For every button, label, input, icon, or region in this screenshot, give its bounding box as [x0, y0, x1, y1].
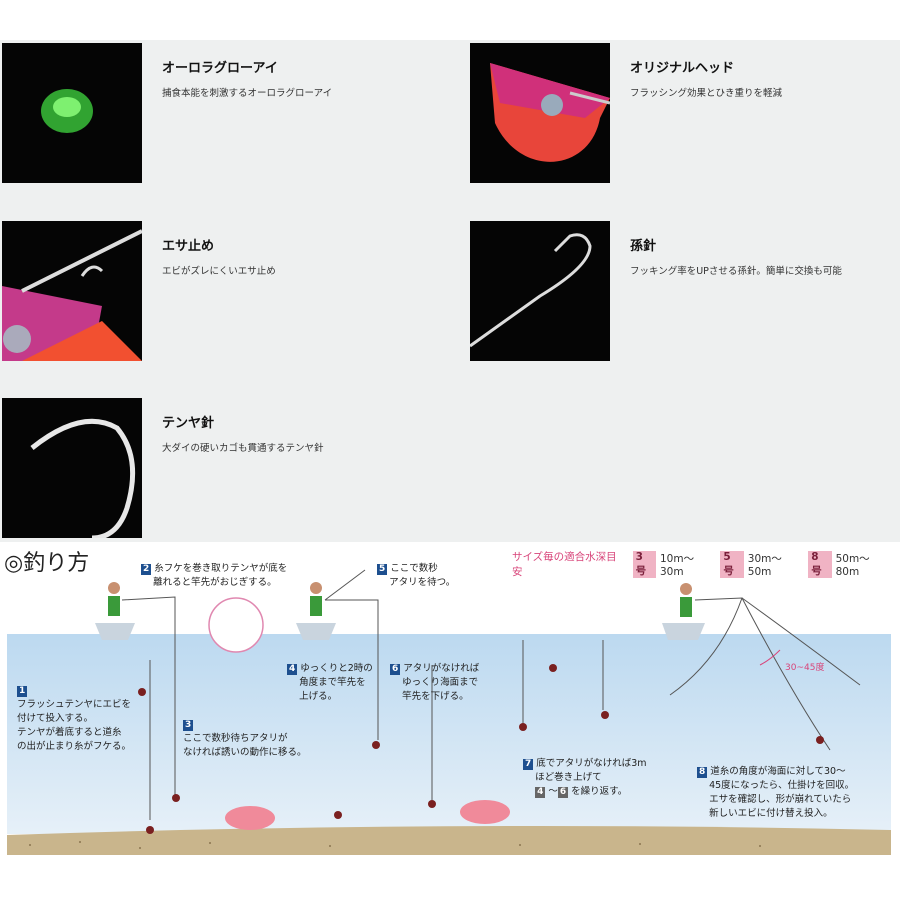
legend-range: 50m〜80m — [835, 552, 870, 578]
step-text: 離れると竿先がおじぎする。 — [153, 577, 277, 588]
step-text: アタリがなければ — [403, 663, 480, 674]
step-text: アタリを待つ。 — [389, 577, 456, 588]
step-1: 1 フラッシュテンヤにエビを付けて投入する。テンヤが着底すると道糸の出が止まり糸が… — [17, 684, 131, 754]
legend-size: 8号 — [808, 550, 832, 578]
step-text: なければ誘いの動作に移る。 — [183, 747, 307, 758]
feature-stinger: 孫針 フッキング率をUPさせる孫針。簡単に交換も可能 — [470, 221, 900, 363]
glow-eye-image — [2, 43, 142, 183]
step-text: フラッシュテンヤにエビを — [17, 699, 132, 710]
tenya-lure-icon — [138, 664, 824, 834]
step-3: 3 ここで数秒待ちアタリがなければ誘いの動作に移る。 — [183, 718, 307, 760]
step-text: ほど巻き上げて — [535, 772, 602, 783]
angle-label: 30~45度 — [785, 661, 824, 673]
step-number: 6 — [390, 664, 401, 675]
step-number: 8 — [697, 767, 708, 778]
step-text: ゆっくりと2時の — [300, 663, 373, 674]
step-text: テンヤが着底すると道糸 — [17, 727, 122, 738]
step-number: 7 — [523, 759, 534, 770]
step-ref: 6 — [557, 787, 569, 798]
legend-range: 30m〜50m — [747, 552, 782, 578]
fishing-method-diagram: 30~45度 — [7, 569, 891, 855]
step-text: 道糸の角度が海面に対して30〜 — [710, 766, 846, 777]
step-number: 4 — [287, 664, 298, 675]
features-panel — [0, 40, 900, 542]
feature-title: エサ止め — [162, 239, 215, 254]
feature-glow-eye: オーロラグローアイ 捕食本能を刺激するオーロラグローアイ — [2, 43, 442, 185]
sea-bream-icon — [225, 800, 510, 830]
angler-icon — [108, 582, 692, 617]
step-text: の出が止まり糸がフケる。 — [17, 741, 132, 752]
step-text: エサを確認し、形が崩れていたら — [709, 794, 852, 805]
feature-desc: 大ダイの硬いカゴも貫通するテンヤ針 — [162, 443, 324, 454]
step-text: 上げる。 — [299, 691, 338, 702]
feature-bait-stopper: エサ止め エビがズレにくいエサ止め — [2, 221, 442, 363]
step-text: 糸フケを巻き取りテンヤが底を — [154, 563, 288, 574]
legend-size: 5号 — [720, 550, 744, 578]
feature-desc: 捕食本能を刺激するオーロラグローアイ — [162, 88, 333, 99]
step-text: を繰り返す。 — [571, 786, 628, 797]
step-text: 新しいエビに付け替え投入。 — [709, 808, 833, 819]
feature-title: オリジナルヘッド — [630, 61, 735, 76]
step-text: ゆっくり海面まで — [402, 677, 479, 688]
feature-desc: フラッシング効果とひき重りを軽減 — [630, 88, 783, 99]
step-text: 〜 — [548, 786, 558, 797]
feature-title: テンヤ針 — [162, 416, 215, 431]
feature-desc: エビがズレにくいエサ止め — [162, 266, 276, 277]
step-text: ここで数秒 — [390, 563, 438, 574]
step-text: 付けて投入する。 — [17, 713, 94, 724]
step-ref: 4 — [535, 787, 546, 798]
stinger-hook-image — [470, 221, 610, 361]
step-number: 3 — [183, 720, 194, 731]
step-number: 1 — [17, 686, 28, 697]
boat-icon — [95, 623, 705, 640]
step-text: 底でアタリがなければ3m — [536, 758, 647, 769]
feature-title: オーロラグローアイ — [162, 61, 278, 76]
section-title: ◎釣り方 — [4, 551, 90, 576]
legend-label: サイズ毎の適合水深目安 — [512, 551, 617, 578]
bait-stopper-image — [2, 221, 142, 361]
step-text: 角度まで竿先を — [299, 677, 366, 688]
feature-desc: フッキング率をUPさせる孫針。簡単に交換も可能 — [630, 266, 842, 277]
legend-size: 3号 — [632, 550, 656, 578]
step-text: 竿先を下げる。 — [402, 691, 469, 702]
step-number: 5 — [377, 564, 388, 575]
feature-head: オリジナルヘッド フラッシング効果とひき重りを軽減 — [470, 43, 900, 185]
feature-tenya-hook: テンヤ針 大ダイの硬いカゴも貫通するテンヤ針 — [2, 398, 442, 540]
legend-range: 10m〜30m — [660, 552, 695, 578]
step-text: ここで数秒待ちアタリが — [183, 733, 288, 744]
feature-title: 孫針 — [630, 239, 657, 254]
rod-tip-callout — [208, 597, 264, 653]
step-text: 45度になったら、仕掛けを回収。 — [709, 780, 855, 791]
step-number: 2 — [141, 564, 152, 575]
head-image — [470, 43, 610, 183]
tenya-hook-image — [2, 398, 142, 538]
